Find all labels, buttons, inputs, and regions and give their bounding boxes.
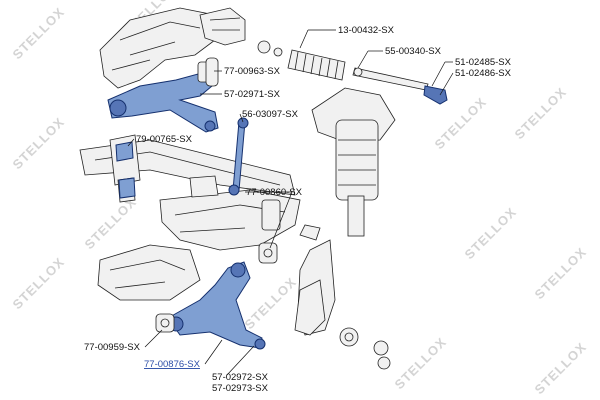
watermark: STELLOX [10,254,68,312]
steering-drawing [257,40,448,105]
watermark: STELLOX [10,114,68,172]
part-label: 55-00340-SX [385,46,442,57]
watermark: STELLOX [512,84,570,142]
upper-arm-bushing [197,57,219,87]
part-label: 57-02972-SX [212,372,269,383]
watermark: STELLOX [82,194,140,252]
watermark: STELLOX [462,204,520,262]
part-label: 57-02971-SX [224,89,281,100]
upper-control-arm [107,73,219,133]
part-labels: 13-00432-SX 55-00340-SX 51-02485-SX 51-0… [84,25,512,394]
lower-control-arm [167,261,266,350]
stabilizer-link [228,117,249,196]
strut-drawing [294,87,396,370]
watermark: STELLOX [10,4,68,62]
leader-lines [127,29,454,376]
stabilizer-bushing [115,141,136,199]
part-label: 77-00959-SX [84,342,141,353]
part-label: 56-03097-SX [242,109,299,120]
part-label: 77-00963-SX [224,66,281,77]
part-label: 57-02973-SX [212,383,269,394]
watermark: STELLOX [532,339,590,397]
part-label: 51-02486-SX [455,68,512,79]
part-label: 79-00765-SX [136,134,193,145]
watermark: STELLOX [242,274,300,332]
lower-arm-bushing-rear [258,242,278,264]
lower-arm-bushing-front [155,313,175,333]
part-label: 13-00432-SX [338,25,395,36]
part-label: 51-02485-SX [455,57,512,68]
watermark: STELLOX [532,244,590,302]
watermark: STELLOX [392,334,450,392]
part-label-highlighted: 77-00876-SX [144,359,201,370]
part-label: 77-00860-SX [246,187,303,198]
subframe-drawing [79,7,301,301]
